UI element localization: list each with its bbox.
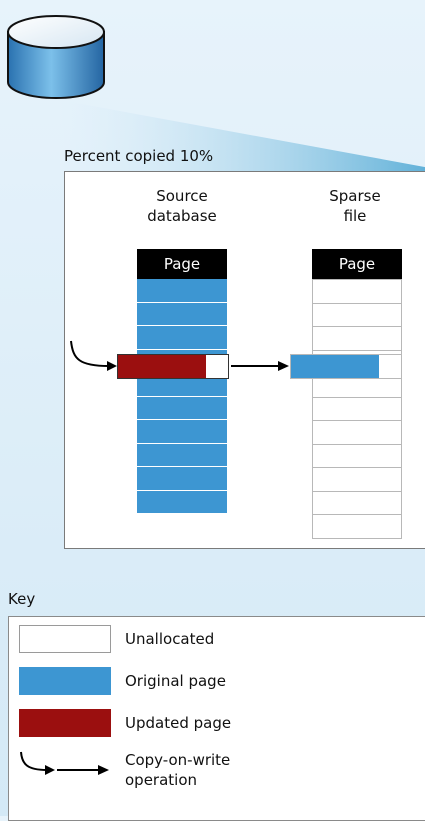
key-item-copy-on-write: Copy-on-write operation <box>19 750 230 790</box>
sparse-page-cell <box>312 491 402 515</box>
sparse-page-cell <box>312 444 402 468</box>
source-page-cell <box>137 420 227 444</box>
copy-on-write-arrow-icon <box>20 751 109 775</box>
key-item-original-page: Original page <box>19 667 226 695</box>
database-cylinder-icon <box>7 15 105 99</box>
updated-page <box>118 355 206 378</box>
incoming-arrowhead <box>107 361 117 371</box>
source-page-cell <box>137 443 227 467</box>
sparse-file-stack: Page <box>312 249 402 539</box>
key-legend: Unallocated Original page Updated page C… <box>8 616 425 821</box>
sparse-page-cell <box>312 374 402 398</box>
copied-page-row <box>290 354 402 379</box>
zoom-wedge <box>60 100 425 175</box>
source-page-cell <box>137 326 227 350</box>
sparse-page-cell <box>312 515 402 539</box>
source-title: Source database <box>147 187 217 225</box>
key-item-unallocated: Unallocated <box>19 625 214 653</box>
incoming-curved-arrow <box>70 340 110 367</box>
source-page-cell <box>137 490 227 514</box>
sparse-page-cell <box>312 468 402 492</box>
source-page-cell <box>137 396 227 420</box>
source-page-cell <box>137 279 227 303</box>
key-title: Key <box>8 590 36 608</box>
updated-page-row <box>117 354 229 379</box>
percent-copied-label: Percent copied 10% <box>64 147 214 165</box>
sparse-page-cell <box>312 421 402 445</box>
unallocated-swatch <box>19 625 111 653</box>
sparse-page-cell <box>312 327 402 351</box>
sparse-pages <box>312 279 402 539</box>
updated-page-remainder <box>206 355 228 378</box>
diagram-frame: Source database Sparse file Page Page <box>64 171 425 549</box>
source-page-header: Page <box>137 249 227 279</box>
copy-arrowhead <box>278 361 289 371</box>
sparse-page-cell <box>312 397 402 421</box>
source-page-cell <box>137 467 227 491</box>
sparse-title: Sparse file <box>329 187 381 225</box>
copied-page-remainder <box>379 355 401 378</box>
source-pages <box>137 279 227 514</box>
original-page-swatch <box>19 667 111 695</box>
sparse-page-cell <box>312 280 402 304</box>
key-item-updated-page: Updated page <box>19 709 231 737</box>
sparse-page-header: Page <box>312 249 402 279</box>
copied-original-page <box>291 355 379 378</box>
updated-page-swatch <box>19 709 111 737</box>
sparse-page-cell <box>312 303 402 327</box>
source-page-cell <box>137 302 227 326</box>
copy-on-write-arrows <box>70 340 289 371</box>
